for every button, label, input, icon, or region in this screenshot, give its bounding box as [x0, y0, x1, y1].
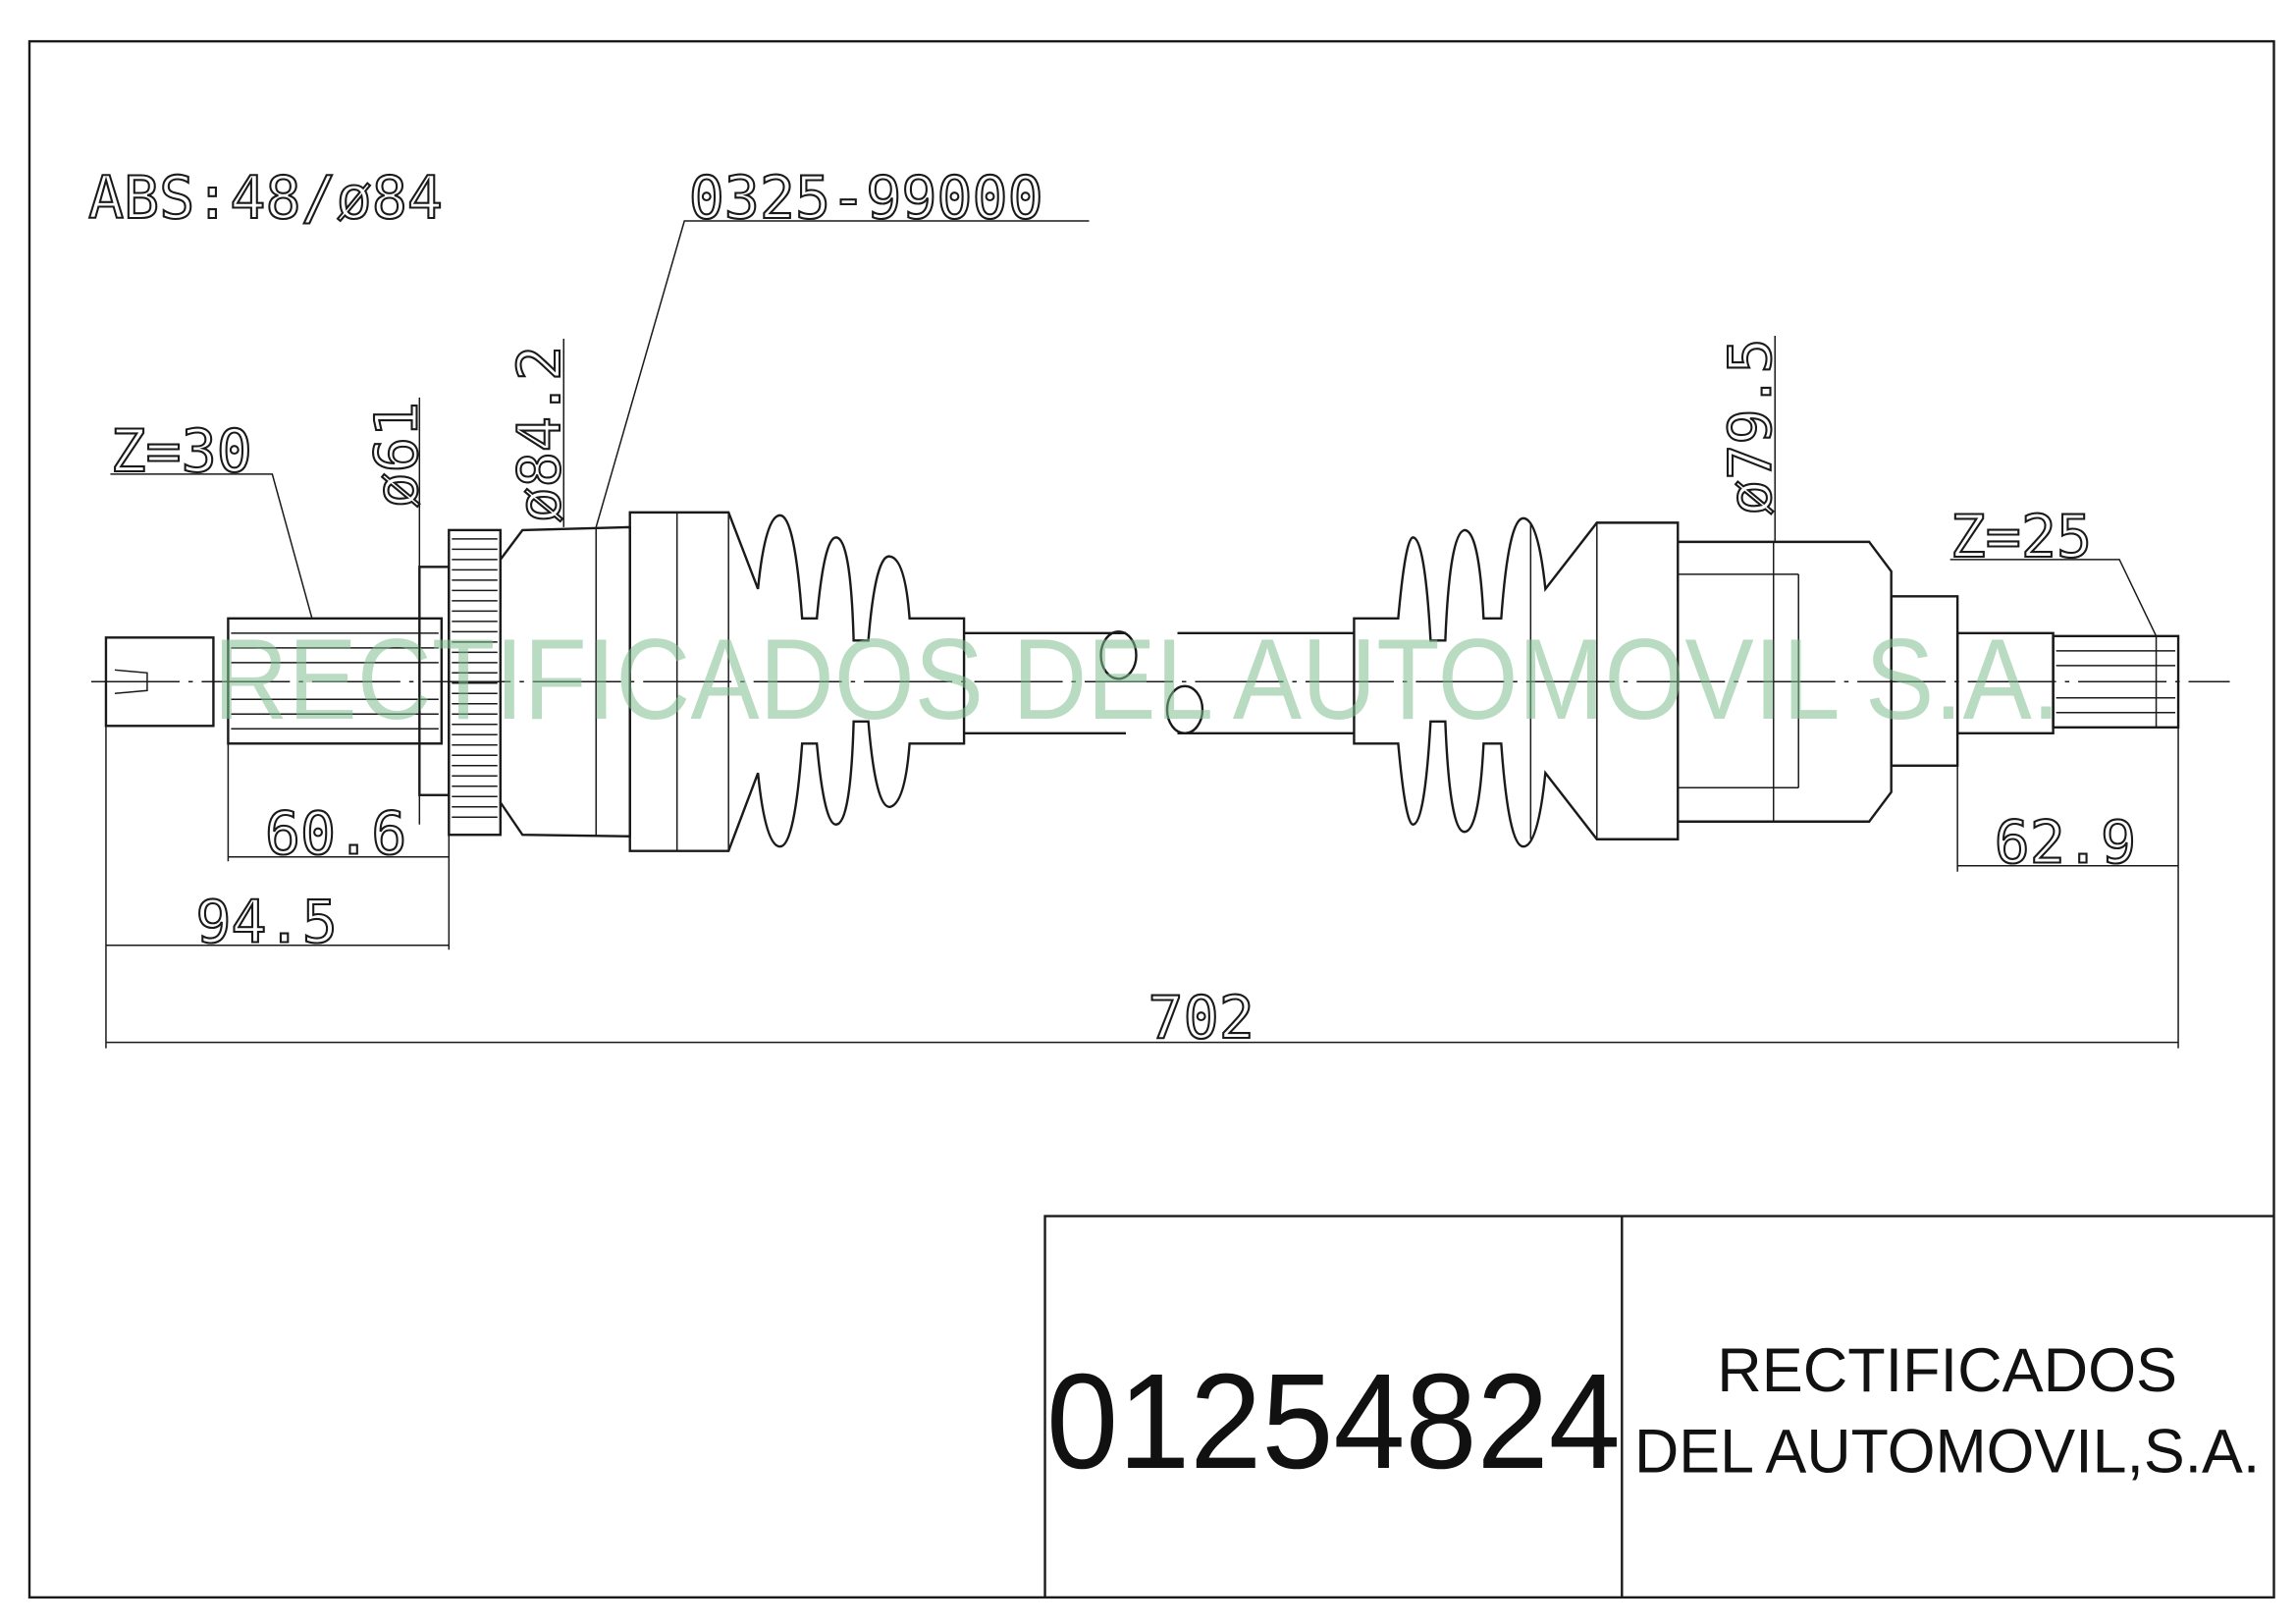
dimension-lines [105, 726, 2179, 1049]
z-right-leader [1949, 559, 2158, 637]
right-tripod-joint [1353, 516, 2180, 848]
dim-702: 702 [1148, 984, 1254, 1053]
watermark: RECTIFICADOS DEL AUTOMOVIL S.A. [213, 615, 2060, 743]
part-ref-leader [595, 220, 1090, 528]
title-block: 01254824 RECTIFICADOS DEL AUTOMOVIL,S.A. [1043, 1215, 2274, 1597]
drawing-frame [27, 39, 2275, 1599]
z-right-label: Z=25 [1950, 503, 2092, 571]
dim-62-9: 62.9 [1995, 809, 2136, 878]
part-number: 01254824 [1046, 1346, 1621, 1497]
company-name-line2: DEL AUTOMOVIL,S.A. [1634, 1417, 2260, 1486]
company-name-line1: RECTIFICADOS [1717, 1336, 2177, 1405]
dim-94-5: 94.5 [195, 889, 337, 957]
left-cv-joint [104, 511, 1355, 852]
dim-60-6: 60.6 [265, 800, 406, 869]
part-ref-label: 0325-99000 [689, 164, 1043, 233]
abs-ring [448, 528, 502, 837]
abs-label: ABS:48/ø84 [88, 164, 443, 233]
z-left-label: Z=30 [110, 417, 251, 486]
dia-61-label: ø61 [362, 402, 431, 508]
z-left-leader [110, 473, 313, 620]
